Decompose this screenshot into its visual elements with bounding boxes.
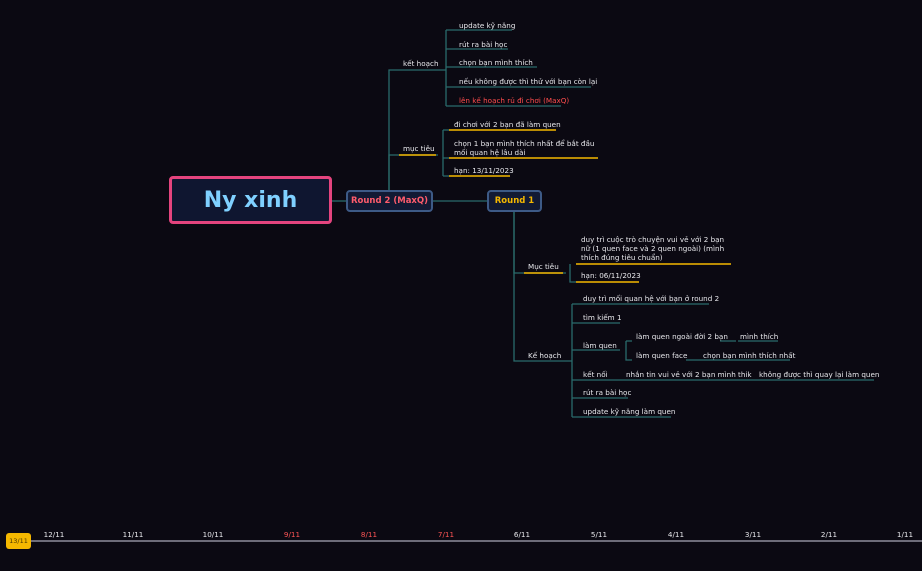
timeline-date: 5/11 — [590, 530, 608, 539]
round1-kehoach-item[interactable]: duy trì mối quan hệ với bạn ở round 2 — [583, 294, 720, 303]
round1-muctieu-item[interactable]: duy trì cuộc trò chuyện vui vẻ với 2 bạn… — [581, 235, 725, 262]
round1-kehoach-item[interactable]: làm quen — [583, 341, 617, 350]
lamquen-grandchild[interactable]: mình thích — [740, 332, 779, 341]
lamquen-child[interactable]: làm quen ngoài đời 2 bạn — [636, 332, 728, 341]
connector-lamquen-children — [686, 340, 736, 361]
root-title: Ny xinh — [203, 187, 298, 213]
timeline-date: 9/11 — [283, 530, 301, 539]
round2-kehoach-label[interactable]: kết hoạch — [403, 59, 439, 68]
round2-muctieu-item[interactable]: đi chơi với 2 bạn đã làm quen — [454, 120, 561, 129]
connector-lamquen-sub — [625, 340, 632, 361]
timeline-date: 4/11 — [667, 530, 685, 539]
timeline-date: 2/11 — [820, 530, 838, 539]
timeline-date: 11/11 — [122, 530, 144, 539]
round2-kehoach-item[interactable]: lên kế hoạch rủ đi chơi (MaxQ) — [459, 96, 570, 105]
connector-round2-kehoach — [388, 69, 446, 190]
round2-title: Round 2 (MaxQ) — [350, 196, 429, 206]
round1-muctieu-item[interactable]: hạn: 06/11/2023 — [581, 271, 641, 280]
round1-kehoach-item[interactable]: kết nối — [583, 370, 608, 379]
timeline-date: 8/11 — [360, 530, 378, 539]
round2-muctieu-item[interactable]: chọn 1 bạn mình thích nhất để bắt đầu mố… — [454, 139, 595, 157]
round2-topic[interactable]: Round 2 (MaxQ) — [346, 190, 433, 212]
ketnoi-child[interactable]: nhắn tin vui vẻ với 2 bạn mình thik — [626, 370, 752, 379]
round1-title: Round 1 — [494, 196, 535, 206]
lamquen-child[interactable]: làm quen face — [636, 351, 688, 360]
lamquen-grandchild[interactable]: chọn bạn mình thích nhất — [703, 351, 796, 360]
connector-round2-muctieu — [388, 154, 438, 190]
root-topic[interactable]: Ny xinh — [169, 176, 332, 224]
ketnoi-grandchild[interactable]: không được thì quay lại làm quen — [759, 370, 880, 379]
round2-kehoach-item[interactable]: nếu không được thì thử với bạn còn lại — [459, 77, 598, 86]
timeline-date: 7/11 — [437, 530, 455, 539]
connector-kehoach1-items — [572, 303, 709, 418]
connector-muctieu2-items — [443, 129, 449, 177]
round2-kehoach-item[interactable]: chọn bạn mình thích — [459, 58, 533, 67]
round1-kehoach-item[interactable]: update kỹ năng làm quen — [583, 407, 676, 416]
round2-muctieu-item[interactable]: hạn: 13/11/2023 — [454, 166, 514, 175]
round1-topic[interactable]: Round 1 — [487, 190, 542, 212]
round1-kehoach-item[interactable]: rút ra bài học — [583, 388, 632, 397]
round2-kehoach-item[interactable]: update kỹ năng — [459, 21, 516, 30]
round1-kehoach-label[interactable]: Kế hoạch — [528, 351, 562, 360]
round2-muctieu-label[interactable]: mục tiêu — [403, 144, 435, 153]
connector-muctieu1-items — [569, 264, 576, 283]
connector-round1-kehoach — [513, 212, 572, 362]
timeline-today-label: 13/11 — [9, 537, 28, 545]
timeline-date: 1/11 — [896, 530, 914, 539]
round1-kehoach-item[interactable]: tìm kiếm 1 — [583, 313, 622, 322]
timeline-date: 12/11 — [43, 530, 65, 539]
round2-kehoach-item[interactable]: rút ra bài học — [459, 40, 508, 49]
timeline-today-marker[interactable]: 13/11 — [6, 533, 31, 549]
round1-muctieu-label[interactable]: Mục tiêu — [528, 262, 559, 271]
timeline-date: 3/11 — [744, 530, 762, 539]
connector-kehoach-items — [446, 29, 591, 107]
timeline-date: 10/11 — [202, 530, 224, 539]
timeline-date: 6/11 — [513, 530, 531, 539]
